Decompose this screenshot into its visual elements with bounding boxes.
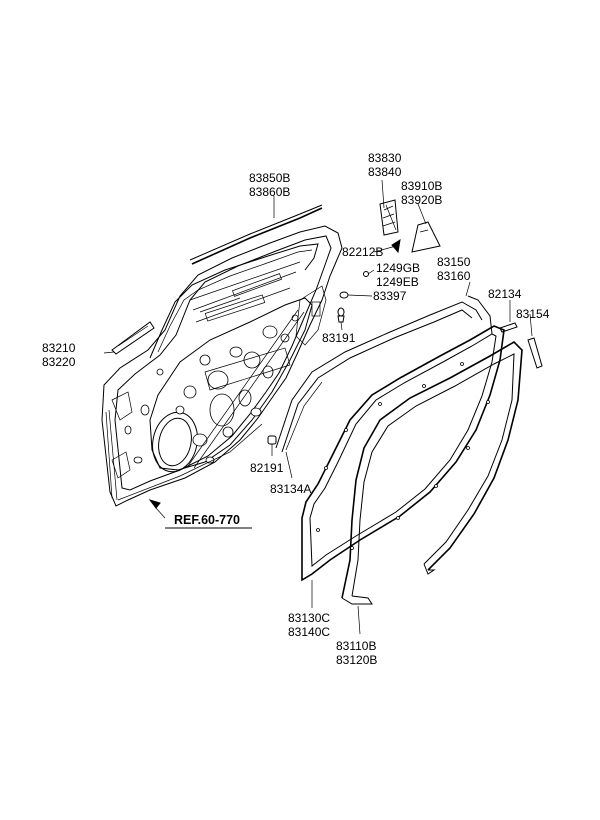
label-83840: 83840 bbox=[368, 165, 402, 179]
label-83910b: 83910B bbox=[401, 179, 442, 193]
label-83130c: 83130C bbox=[288, 611, 330, 625]
label-83154: 83154 bbox=[516, 307, 550, 321]
label-83860b: 83860B bbox=[249, 185, 290, 199]
delta-moulding-83910 bbox=[411, 221, 441, 253]
strip-82134 bbox=[499, 322, 518, 333]
bolt-1249 bbox=[363, 271, 369, 277]
fastener-82191 bbox=[267, 435, 277, 445]
label-83140c: 83140C bbox=[288, 625, 330, 639]
label-82134: 82134 bbox=[488, 287, 522, 301]
leader-lines bbox=[103, 179, 533, 635]
label-82191: 82191 bbox=[250, 461, 284, 475]
weatherstrip-83130 bbox=[301, 325, 505, 582]
door-panel bbox=[101, 225, 343, 507]
label-83850b: 83850B bbox=[249, 171, 290, 185]
label-83150: 83150 bbox=[437, 255, 471, 269]
weatherstrip-83110 bbox=[341, 340, 523, 605]
label-1249eb: 1249EB bbox=[376, 275, 419, 289]
glass-run-channel bbox=[275, 295, 493, 453]
label-82212b: 82212B bbox=[342, 245, 383, 259]
label-83397: 83397 bbox=[373, 289, 407, 303]
fastener-83191 bbox=[337, 307, 345, 323]
delta-moulding-83830 bbox=[379, 199, 399, 236]
label-1249gb: 1249GB bbox=[376, 261, 420, 275]
label-83220: 83220 bbox=[42, 355, 76, 369]
fastener-83397 bbox=[339, 291, 349, 299]
label-83110b: 83110B bbox=[336, 639, 376, 653]
belt-moulding bbox=[189, 204, 323, 265]
label-83830: 83830 bbox=[368, 151, 402, 165]
label-83120b: 83120B bbox=[336, 653, 377, 667]
callout-labels: 83850B 83860B 83830 83840 83910B 83920B … bbox=[42, 151, 550, 667]
ref-label: REF.60-770 bbox=[174, 513, 240, 527]
outer-handle-83210 bbox=[111, 321, 155, 355]
label-83160: 83160 bbox=[437, 269, 471, 283]
weatherstrip-clips bbox=[316, 362, 490, 550]
label-83210: 83210 bbox=[42, 341, 76, 355]
strip-83154 bbox=[527, 337, 543, 369]
label-83191: 83191 bbox=[322, 331, 356, 345]
label-83920b: 83920B bbox=[401, 193, 442, 207]
label-83134a: 83134A bbox=[270, 482, 311, 496]
